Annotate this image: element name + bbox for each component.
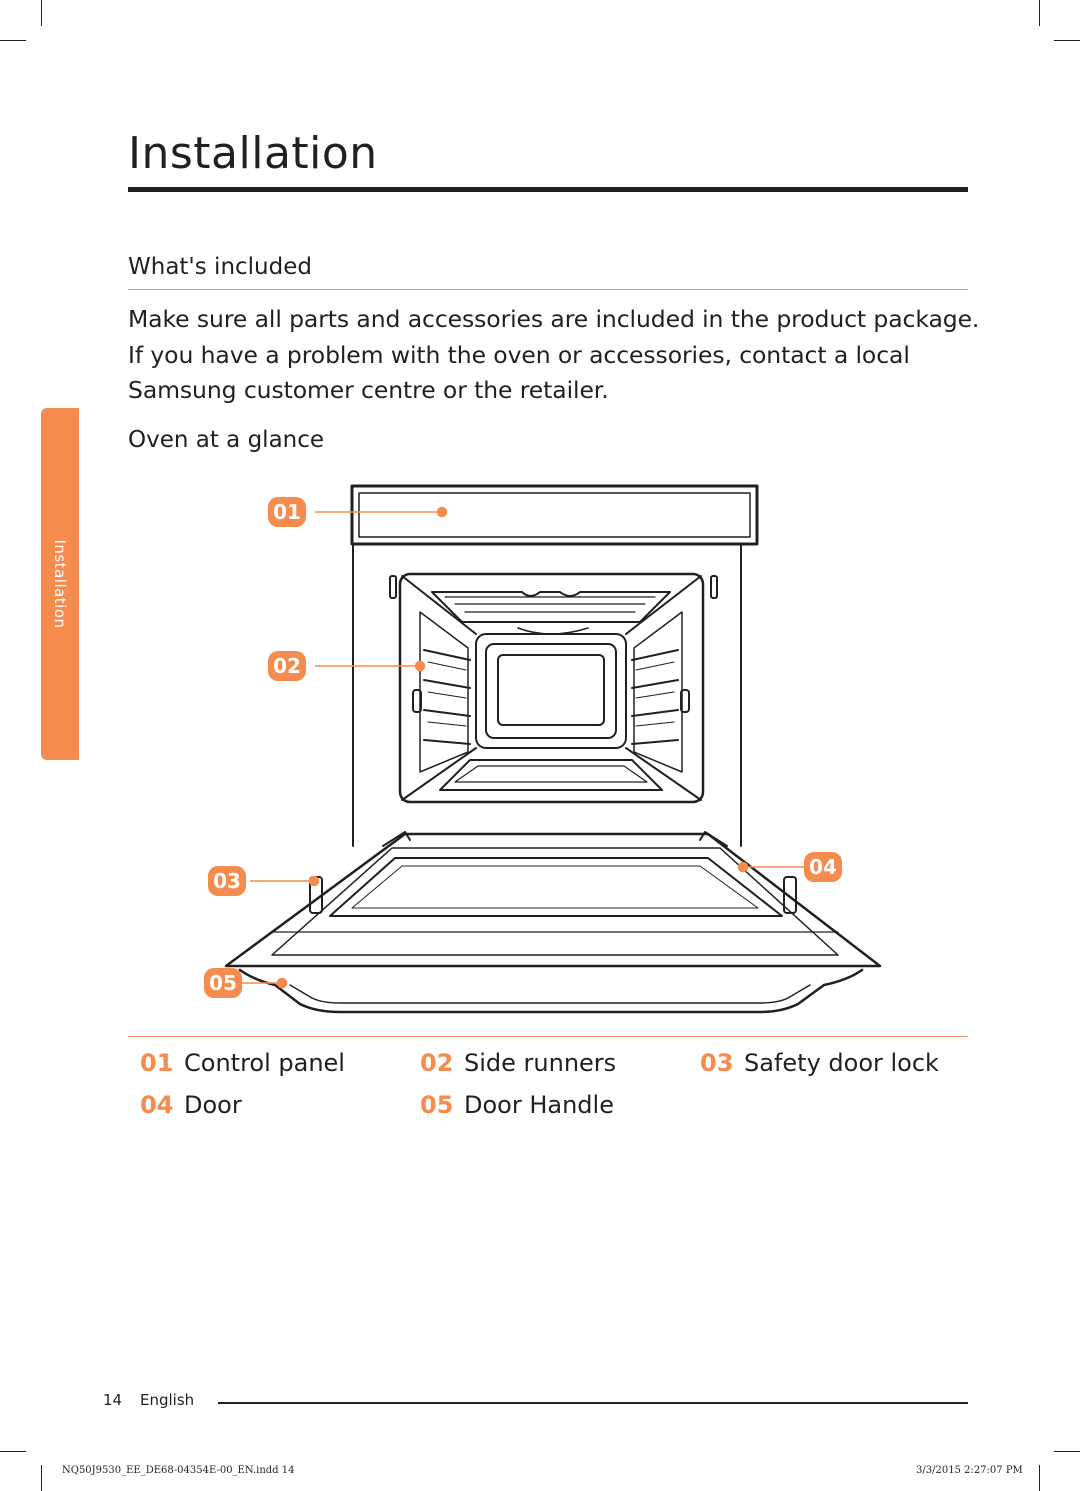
legend-rule: [128, 1036, 968, 1037]
intro-paragraph: Make sure all parts and accessories are …: [128, 302, 988, 409]
callout-05: 05: [209, 971, 237, 995]
legend-number: 01: [140, 1049, 174, 1077]
footer-rule: [218, 1402, 968, 1404]
side-runners-left: [419, 611, 469, 773]
oven-diagram: 01 02 03 04 05: [204, 484, 882, 1014]
oven-cavity: [398, 572, 705, 804]
file-slug: NQ50J9530_EE_DE68-04354E-00_EN.indd 14: [62, 1465, 295, 1476]
crop-mark: [1054, 1451, 1080, 1452]
legend-item-control-panel: 01 Control panel: [140, 1049, 345, 1077]
intro-line: Make sure all parts and accessories are …: [128, 305, 980, 333]
legend-label: Door: [184, 1091, 242, 1119]
page-number: 14: [103, 1391, 123, 1409]
legend-item-door: 04 Door: [140, 1091, 242, 1119]
legend-item-side-runners: 02 Side runners: [420, 1049, 616, 1077]
crop-mark: [0, 1451, 26, 1452]
legend-number: 03: [700, 1049, 734, 1077]
sub-heading: Oven at a glance: [128, 427, 325, 453]
crop-mark: [41, 1465, 42, 1491]
title-rule: [128, 187, 968, 192]
footer-language: English: [140, 1391, 195, 1409]
crop-mark: [1039, 1465, 1040, 1491]
callout-03: 03: [213, 869, 241, 893]
legend-label: Side runners: [464, 1049, 617, 1077]
legend-number: 04: [140, 1091, 174, 1119]
crop-mark: [1039, 0, 1040, 26]
date-slug: 3/3/2015 2:27:07 PM: [916, 1465, 1023, 1476]
door-handle: [238, 968, 864, 1014]
callout-02: 02: [273, 654, 301, 678]
section-heading: What's included: [128, 254, 312, 280]
side-tab-label: Installation: [51, 539, 69, 629]
legend-number: 02: [420, 1049, 454, 1077]
callout-01: 01: [273, 500, 301, 524]
oven-door: [224, 832, 882, 968]
side-tab: [41, 408, 79, 760]
legend-label: Safety door lock: [744, 1049, 939, 1077]
legend-label: Door Handle: [464, 1091, 614, 1119]
legend-item-safety-door-lock: 03 Safety door lock: [700, 1049, 939, 1077]
crop-mark: [41, 0, 42, 26]
intro-line: If you have a problem with the oven or a…: [128, 340, 910, 369]
callout-04: 04: [809, 855, 837, 879]
page-title: Installation: [128, 128, 378, 179]
crop-mark: [1054, 40, 1080, 41]
crop-mark: [0, 40, 26, 41]
control-panel: [350, 484, 759, 546]
legend-label: Control panel: [184, 1049, 345, 1077]
section-rule: [128, 289, 968, 290]
legend-number: 05: [420, 1091, 454, 1119]
intro-line: Samsung customer centre or the retailer.: [128, 376, 609, 404]
legend-item-door-handle: 05 Door Handle: [420, 1091, 614, 1119]
